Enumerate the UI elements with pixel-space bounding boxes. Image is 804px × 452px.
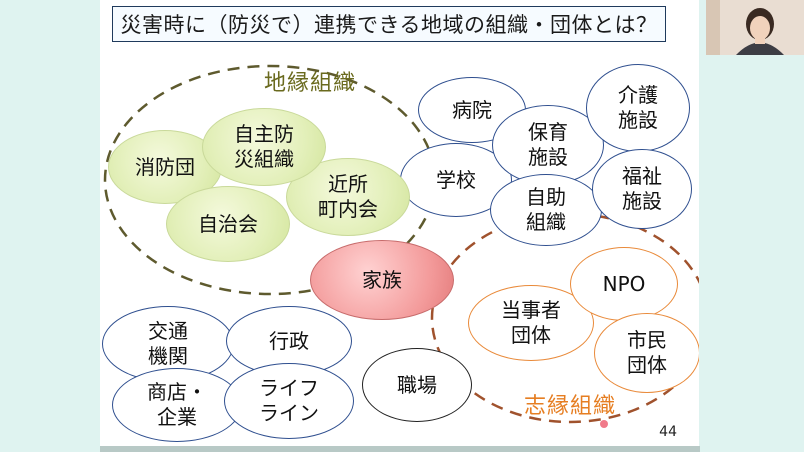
node-self-help: 自助 組織 [490,174,602,246]
page-number: 44 [659,424,677,440]
node-welfare: 福祉 施設 [592,149,692,229]
shien-group-label: 志縁組織 [524,394,617,419]
node-neighborhood: 近所 町内会 [286,158,410,236]
node-childcare: 保育 施設 [492,105,604,185]
node-workplace: 職場 [362,348,472,422]
node-citizen-group: 市民 団体 [594,313,699,393]
presenter-webcam [706,0,804,55]
node-lifeline: ライフ ライン [224,363,354,439]
chien-group-label: 地縁組織 [264,71,357,96]
scrollbar-thumb[interactable] [100,446,700,452]
node-disaster-prevention-org: 自主防 災組織 [202,108,326,186]
node-npo: NPO [570,247,678,321]
presentation-slide: 災害時に（防災で）連携できる地域の組織・団体とは？ 地縁組織 病院 学校 保育 … [100,0,699,452]
horizontal-scrollbar[interactable] [100,446,700,452]
slide-title: 災害時に（防災で）連携できる地域の組織・団体とは？ [112,6,666,42]
shien-group-ring [430,212,699,424]
cursor-dot-icon [600,420,608,428]
presenter-avatar-icon [706,0,804,55]
node-nursing-care: 介護 施設 [586,64,690,152]
node-residents-association: 自治会 [166,186,290,262]
node-shops-companies: 商店・ 企業 [112,368,242,442]
node-family: 家族 [310,240,454,320]
